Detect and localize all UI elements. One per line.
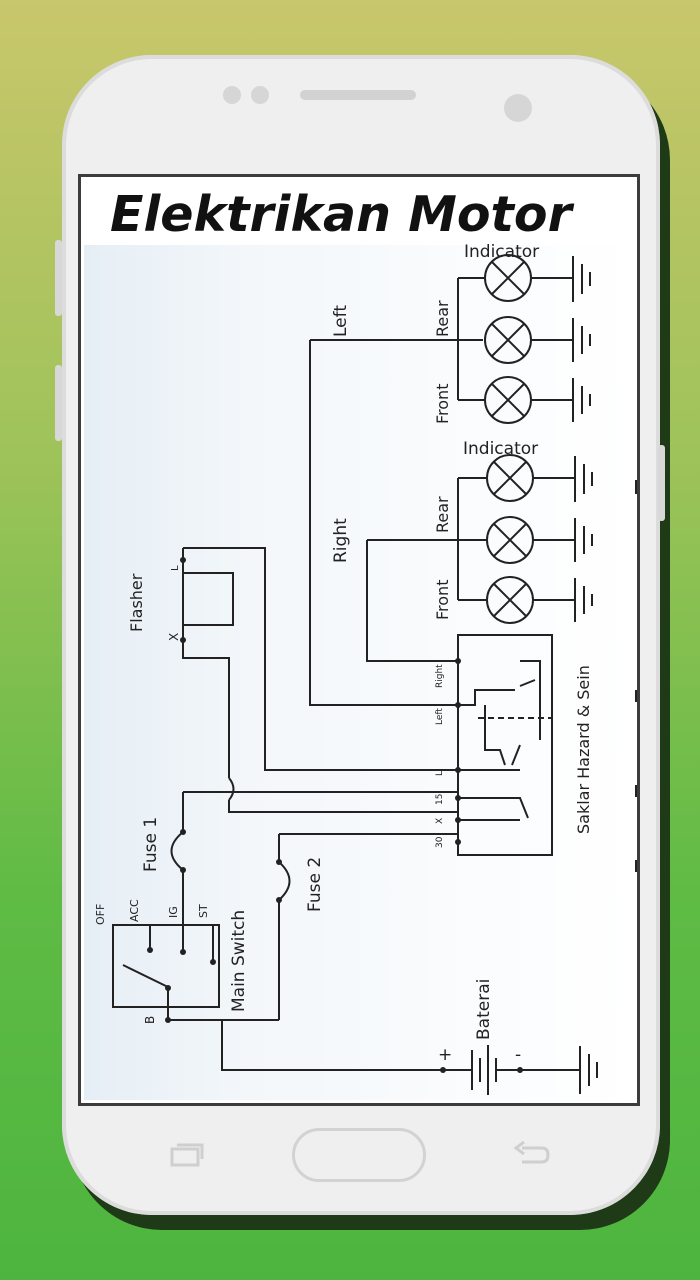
- label-front-left: Front: [433, 384, 452, 424]
- power-button: [658, 445, 665, 521]
- sensor-icon: [223, 86, 241, 104]
- label-indicator-right: Indicator: [463, 439, 538, 459]
- wire-left: [309, 340, 458, 706]
- label-flasher-x: X: [167, 633, 181, 641]
- ground-icon: [572, 256, 591, 302]
- volume-down-button: [55, 365, 62, 441]
- ground-icon: [574, 578, 593, 622]
- ground-icon: [579, 1046, 598, 1094]
- label-term-right: Right: [435, 664, 445, 688]
- ground-icon: [572, 378, 591, 422]
- fuse2-symbol: [278, 861, 291, 901]
- fuse1-symbol: [170, 831, 184, 871]
- volume-up-button: [55, 240, 62, 316]
- flasher-box: [182, 572, 234, 626]
- main-switch-box: [112, 924, 220, 1008]
- label-right: Right: [331, 518, 351, 563]
- label-st: ST: [197, 904, 210, 918]
- wire-right: [366, 540, 458, 662]
- ground-icon: [574, 518, 593, 562]
- sensor-icon: [251, 86, 269, 104]
- back-icon[interactable]: [512, 1140, 552, 1170]
- label-rear-right: Rear: [433, 496, 452, 533]
- label-indicator-left: Indicator: [464, 242, 539, 262]
- label-front-right: Front: [433, 580, 452, 620]
- wire-right-bus: [367, 477, 487, 601]
- label-flasher-l: L: [170, 565, 181, 571]
- app-title: Elektrikan Motor: [110, 186, 572, 243]
- wire-15-X-terminals: [458, 797, 529, 821]
- label-ig: IG: [167, 906, 180, 918]
- label-fuse1: Fuse 1: [141, 817, 161, 872]
- recent-apps-icon[interactable]: [170, 1143, 204, 1167]
- diagram-background: [84, 245, 632, 1100]
- wire-battery-positive: [168, 1019, 440, 1071]
- label-term-30: 30: [435, 836, 445, 848]
- ground-icon: [572, 318, 591, 362]
- label-hazard-switch: Saklar Hazard & Sein: [574, 665, 593, 834]
- label-term-l: L: [435, 771, 445, 776]
- label-term-x: X: [435, 818, 445, 824]
- label-minus: -: [515, 1045, 521, 1065]
- label-plus: +: [438, 1045, 452, 1065]
- label-off: OFF: [94, 904, 107, 925]
- ground-icon: [574, 456, 593, 502]
- wire-left-bus: [310, 277, 485, 401]
- label-b: B: [143, 1016, 157, 1024]
- wire-fuse2: [278, 833, 458, 1020]
- earpiece-speaker: [300, 90, 416, 100]
- label-acc: ACC: [128, 899, 141, 922]
- label-fuse2: Fuse 2: [305, 857, 325, 912]
- label-left: Left: [331, 305, 351, 337]
- label-baterai: Baterai: [474, 979, 494, 1040]
- hazard-switch-box: [457, 634, 553, 856]
- main-switch-lever: [122, 964, 171, 1018]
- label-term-15: 15: [435, 794, 445, 805]
- label-main-switch: Main Switch: [229, 910, 249, 1012]
- label-flasher: Flasher: [127, 573, 146, 632]
- home-button[interactable]: [292, 1128, 426, 1182]
- label-term-left: Left: [435, 708, 445, 725]
- label-rear-left: Rear: [433, 300, 452, 337]
- front-camera-icon: [504, 94, 532, 122]
